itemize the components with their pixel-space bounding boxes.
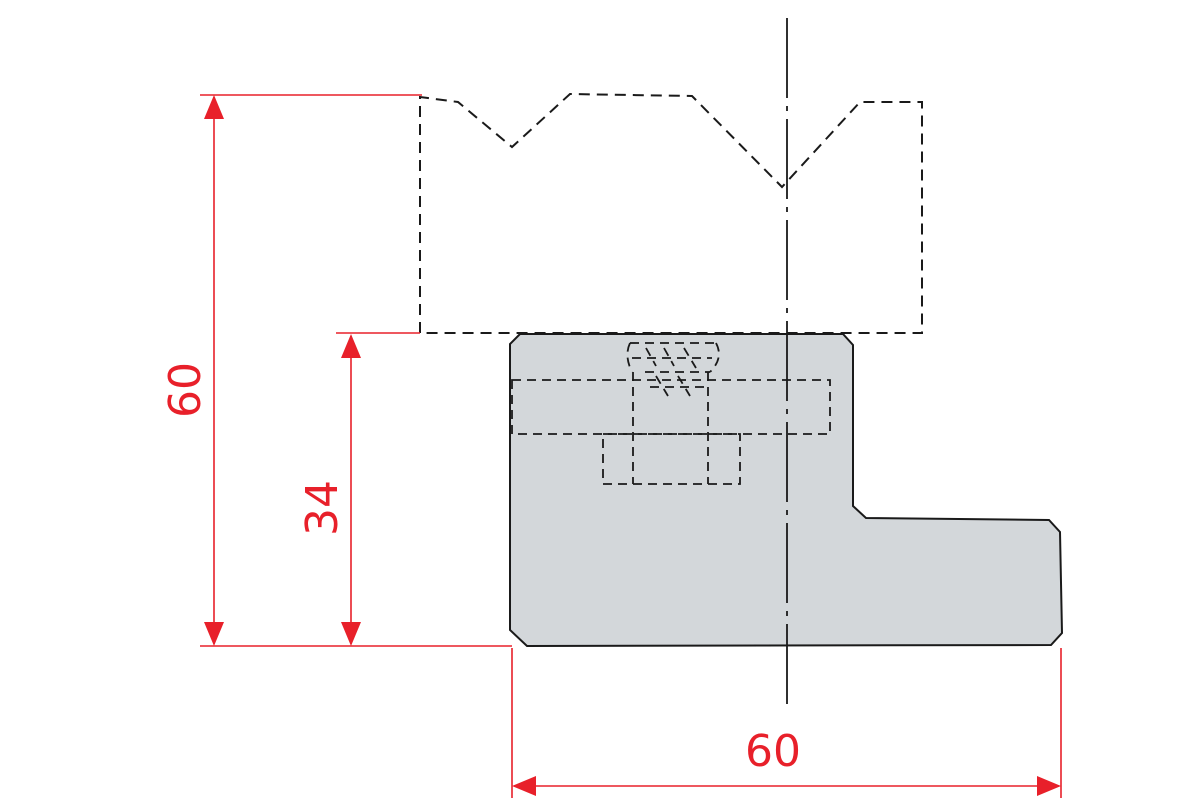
hidden-thread-slant-3 <box>683 347 697 369</box>
dimension-overall-height <box>200 94 512 647</box>
hidden-thread-curve-right <box>709 342 720 373</box>
hidden-thread-slant-1 <box>645 347 657 367</box>
upper-tool-profile <box>419 92 923 334</box>
hidden-thread-curve-left <box>626 342 633 373</box>
hidden-thread-slant-5 <box>677 375 691 397</box>
hidden-thread-slant-4 <box>655 375 669 397</box>
die-holder-body <box>509 333 1064 648</box>
dimension-part-height <box>336 332 420 646</box>
hidden-screw-head <box>602 433 741 485</box>
hidden-features <box>511 342 831 485</box>
die-holder-part <box>509 333 1064 648</box>
dimension-part-width <box>511 648 1062 798</box>
upper-tool-outline <box>419 92 923 334</box>
part-height-label: 34 <box>297 480 348 536</box>
hidden-thread-slant-2 <box>663 347 675 367</box>
overall-height-label: 60 <box>160 362 211 418</box>
part-width-label: 60 <box>745 726 801 777</box>
